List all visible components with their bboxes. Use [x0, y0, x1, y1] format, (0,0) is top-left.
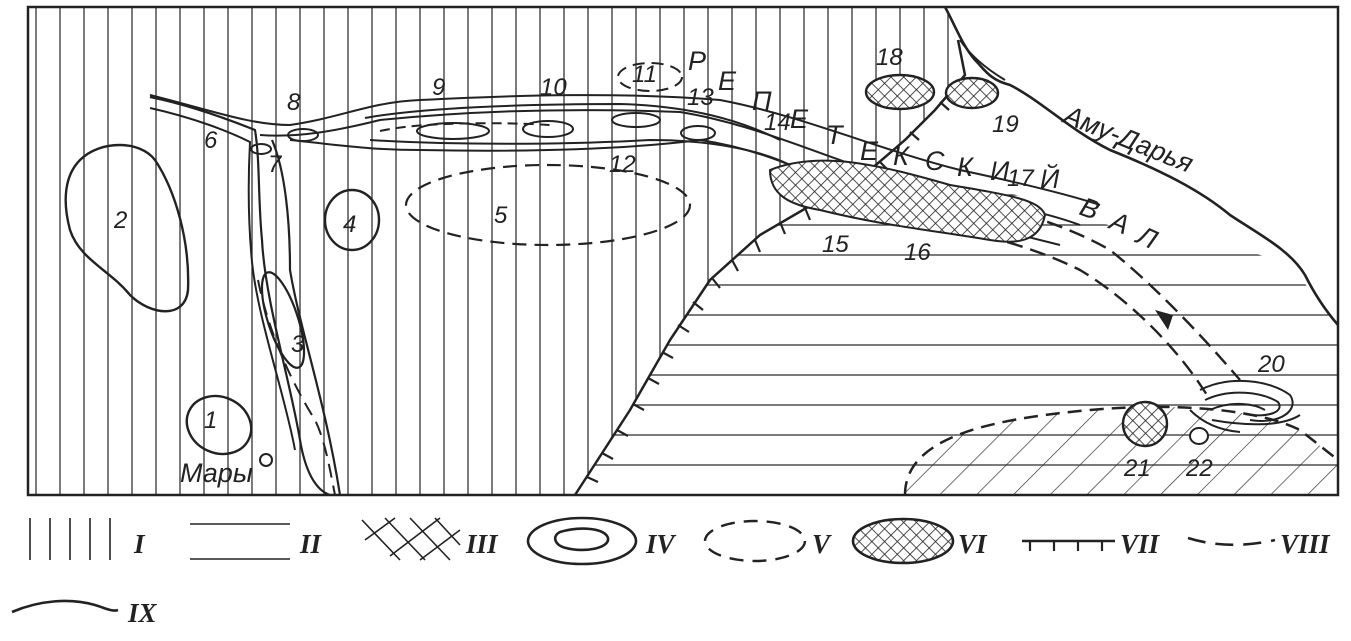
legend-item-VI: VI — [851, 517, 988, 565]
feature-3-contour — [260, 271, 306, 369]
legend-label: VI — [958, 529, 988, 559]
legend-item-VII: VII — [1022, 529, 1161, 559]
feature-number: 12 — [609, 151, 636, 178]
feature-number: 22 — [1185, 455, 1213, 482]
crosshatch-ridge-zone — [768, 159, 1047, 243]
feature-number: 10 — [540, 74, 567, 101]
ridge-letter: В — [1076, 191, 1103, 225]
feature-number: 1 — [204, 407, 217, 434]
zone-III-diagonal — [905, 406, 1338, 495]
feature-number: 8 — [287, 89, 301, 116]
ridge-letter: Т — [826, 120, 845, 150]
murgab-channel — [149, 95, 331, 497]
legend-label: II — [299, 529, 323, 559]
legend-label: IV — [645, 529, 677, 559]
feature-number: 20 — [1257, 351, 1285, 378]
feature-11-contour — [617, 62, 683, 92]
ridge-letter: П — [752, 86, 772, 116]
legend-label: III — [465, 529, 499, 559]
feature-number: 2 — [113, 207, 127, 234]
legend-item-II: II — [190, 523, 323, 560]
feature-numbers: 1 2 3 4 5 6 7 8 9 10 11 12 13 14 15 16 1… — [113, 44, 1285, 482]
feature-number: 3 — [291, 331, 305, 358]
feature-number: 6 — [204, 127, 218, 154]
feature-5-contour — [404, 163, 692, 247]
feature-number: 5 — [494, 202, 508, 229]
ridge-letter: Е — [790, 104, 809, 134]
map-frame — [26, 5, 1340, 497]
legend-item-I: I — [29, 518, 146, 560]
city-label: Мары — [180, 458, 253, 488]
legend-item-IX: IX — [11, 598, 158, 628]
ridge-letter: Е — [718, 66, 737, 96]
legend-label: IX — [127, 598, 158, 628]
feature-2-contour — [64, 143, 190, 313]
legend-item-VIII: VIII — [1187, 529, 1331, 559]
legend-label: VIII — [1280, 529, 1331, 559]
legend-label: VII — [1120, 529, 1161, 559]
ridge-letter: К — [957, 152, 975, 182]
feature-number: 15 — [822, 231, 849, 258]
feature-number: 13 — [687, 84, 714, 111]
legend-item-III: III — [361, 517, 499, 561]
feature-number: 19 — [992, 111, 1019, 138]
zone-I-vertical — [28, 7, 965, 495]
city-mary-marker — [259, 453, 273, 467]
legend-item-V: V — [703, 519, 832, 563]
ridge-letter: С — [925, 146, 945, 176]
legend-label: V — [812, 529, 832, 559]
feature-number: 21 — [1123, 455, 1151, 482]
legend-item-IV: IV — [526, 516, 677, 566]
feature-number: 16 — [904, 239, 931, 266]
feature-number: 17 — [1007, 165, 1035, 192]
feature-number: 9 — [432, 74, 445, 101]
legend-label: I — [133, 529, 146, 559]
ridge-letter: И — [990, 156, 1010, 186]
legend: I II III IV V — [11, 516, 1331, 628]
crosshatch-oval-19 — [944, 76, 1000, 110]
feature-number: 11 — [632, 61, 657, 88]
feature-number: 18 — [876, 44, 903, 71]
river-label: Аму-Дарья — [1058, 99, 1198, 179]
feature-number: 4 — [343, 211, 356, 238]
feature-4-contour — [323, 188, 381, 252]
feature-1-contour — [185, 394, 253, 456]
crosshatch-oval-21 — [1121, 400, 1169, 448]
crosshatch-oval-18 — [864, 73, 936, 111]
ridge-letter: Е — [860, 136, 879, 166]
feature-number: 14 — [764, 109, 791, 136]
amu-darya-river — [943, 6, 1339, 326]
ridge-letter: Р — [688, 46, 706, 76]
ridge-letter: К — [893, 141, 911, 171]
feature-number: 7 — [268, 151, 283, 178]
ridge-letter: Й — [1040, 162, 1060, 194]
